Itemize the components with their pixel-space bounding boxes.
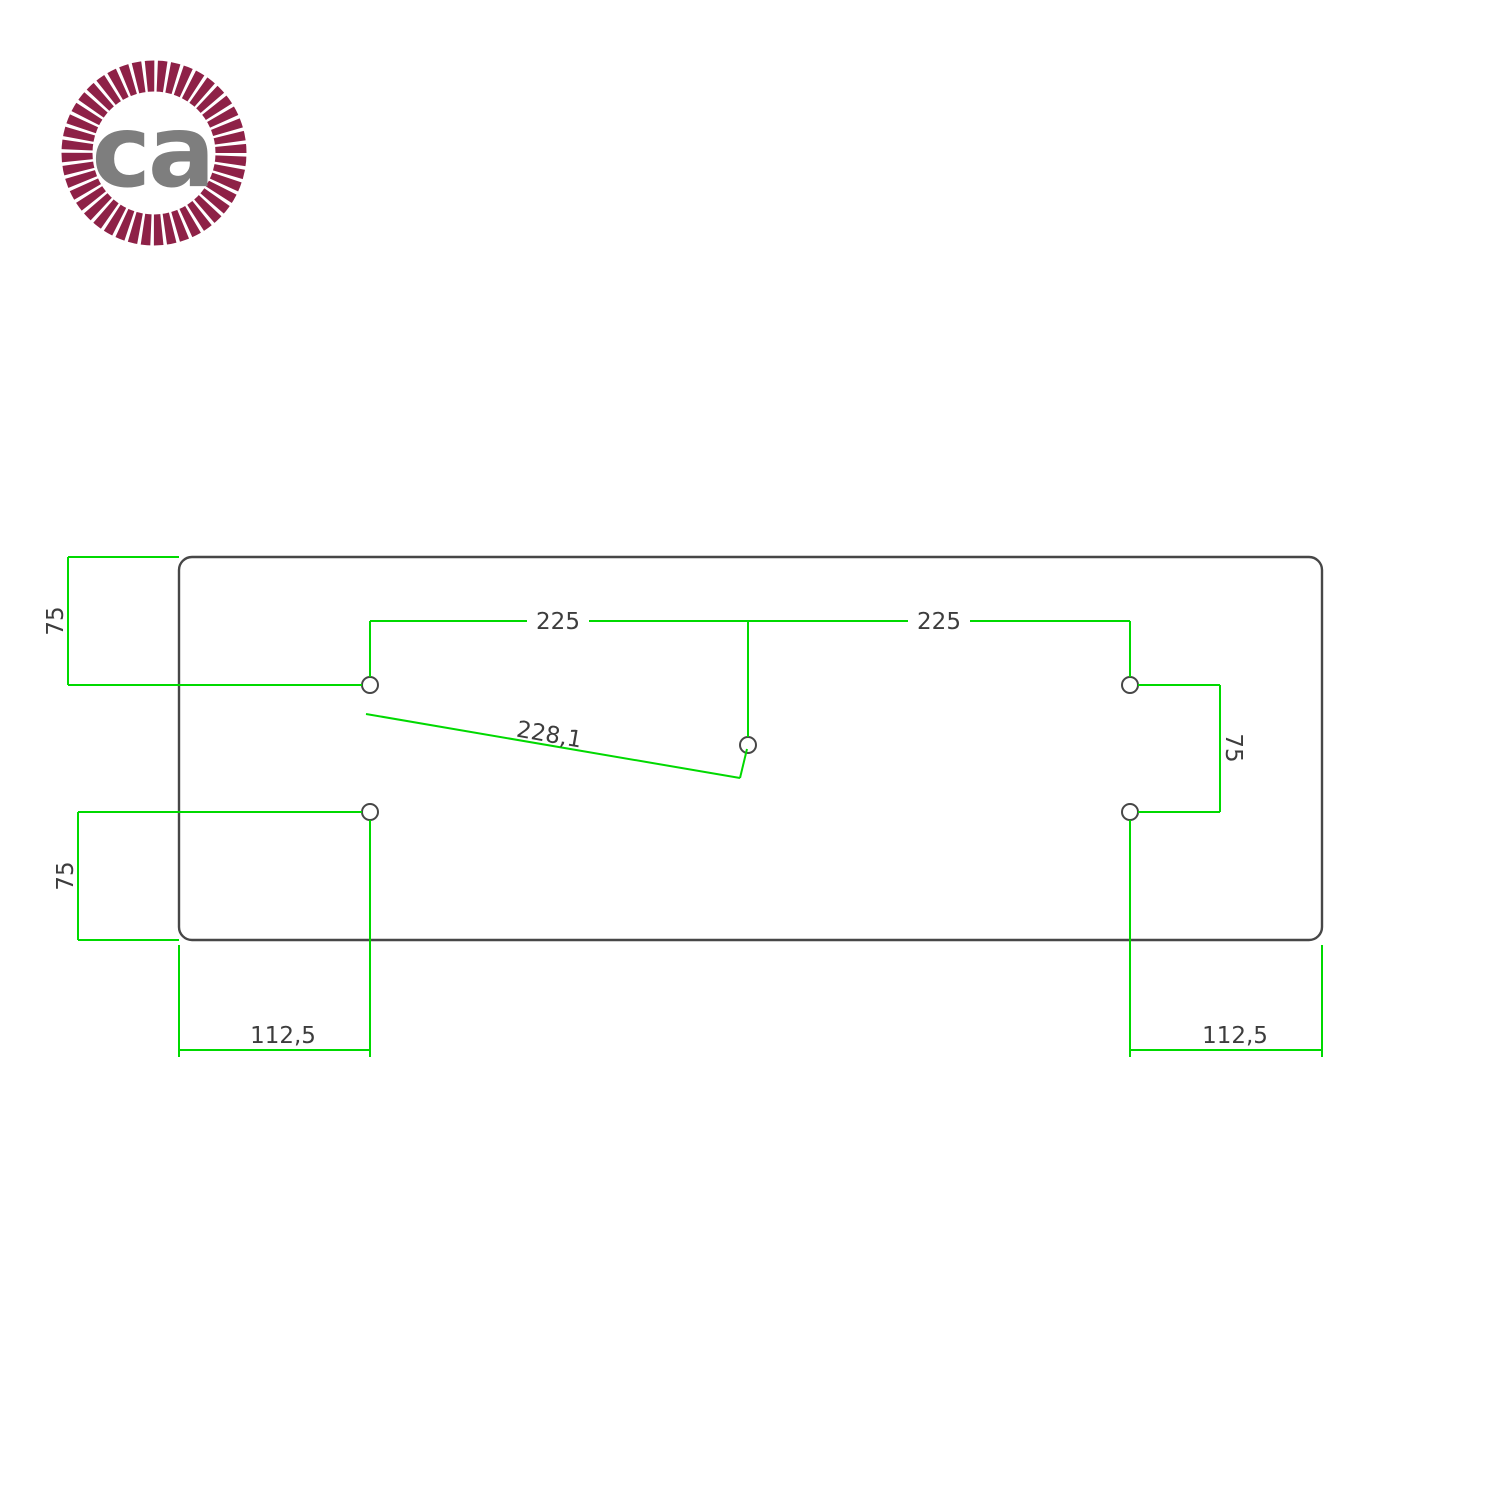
hole-top-left — [361, 676, 379, 694]
label-mask-top-left — [527, 608, 589, 633]
label-mask-top-right — [908, 608, 970, 633]
dimension-lines — [67, 556, 1323, 1057]
plate-group — [177, 555, 1324, 942]
label-masks — [527, 608, 970, 633]
logo-rope-texture — [61, 60, 247, 246]
dim-label-bottom-right: 112,5 — [1202, 1023, 1268, 1049]
dim-line-diagonal — [365, 713, 741, 779]
dimension-labels: 225 225 228,1 75 75 75 112,5 112,5 — [43, 606, 1268, 1049]
hole-bottom-right — [1121, 803, 1139, 821]
brand-logo: ca — [61, 60, 247, 246]
dim-label-left-bottom: 75 — [53, 861, 79, 890]
hole-center — [739, 736, 757, 754]
dim-label-left-top: 75 — [43, 606, 69, 635]
logo-text: ca — [92, 93, 213, 210]
dim-label-top-left: 225 — [536, 609, 580, 635]
hole-bottom-left — [361, 803, 379, 821]
hole-top-right — [1121, 676, 1139, 694]
dim-label-top-right: 225 — [917, 609, 961, 635]
dim-connector-diagonal — [739, 748, 748, 779]
dim-label-bottom-left: 112,5 — [250, 1023, 316, 1049]
dim-label-right: 75 — [1220, 733, 1246, 762]
